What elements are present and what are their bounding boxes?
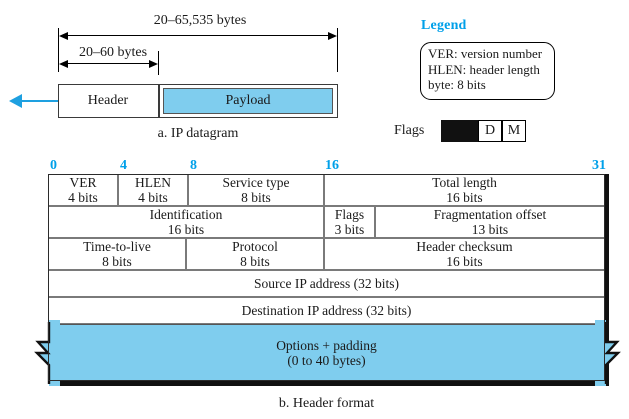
field-options-padding-size: (0 to 40 bytes) [287, 352, 366, 368]
field-hlen: HLEN 4 bits [118, 174, 188, 206]
field-flags-name: Flags [334, 207, 365, 222]
bit-ruler-31: 31 [592, 158, 606, 173]
field-ver-name: VER [69, 175, 97, 190]
field-service-type-size: 8 bits [241, 190, 271, 205]
field-fragmentation-offset-size: 13 bits [471, 222, 509, 237]
field-identification-size: 16 bits [167, 222, 205, 237]
field-fragmentation-offset-name: Fragmentation offset [433, 207, 547, 222]
torn-edge-left-icon [34, 320, 60, 386]
dimension-line-header [62, 63, 154, 64]
legend-line-ver: VER: version number [428, 46, 543, 61]
dimension-arrowhead-right-header [149, 59, 158, 68]
flag-cell-reserved [441, 120, 478, 142]
datagram-payload-box: Payload [163, 88, 333, 114]
torn-edge-right-icon [595, 320, 621, 386]
field-options-padding-name: Options + padding [276, 337, 377, 353]
field-time-to-live-size: 8 bits [102, 254, 132, 269]
field-total-length: Total length 16 bits [324, 174, 605, 206]
caption-part-b: b. Header format [278, 396, 375, 411]
dimension-arrowhead-right-total [328, 31, 337, 40]
field-header-checksum-name: Header checksum [416, 239, 513, 254]
legend-flags-label: Flags [394, 123, 425, 138]
field-total-length-size: 16 bits [446, 190, 483, 205]
field-ver: VER 4 bits [48, 174, 118, 206]
table-shadow-right [604, 174, 609, 386]
table-shadow-bottom [53, 381, 609, 386]
legend-line-byte: byte: 8 bits [428, 77, 486, 92]
bit-ruler-4: 4 [120, 158, 127, 173]
field-time-to-live-name: Time-to-live [83, 239, 151, 254]
dimension-tick-left-total [58, 28, 59, 72]
field-source-ip-address-name: Source IP address (32 bits) [254, 276, 399, 291]
field-identification: Identification 16 bits [48, 206, 324, 238]
field-service-type: Service type 8 bits [188, 174, 324, 206]
field-destination-ip-address-name: Destination IP address (32 bits) [241, 303, 412, 318]
field-protocol-name: Protocol [232, 239, 278, 254]
field-destination-ip-address: Destination IP address (32 bits) [48, 297, 605, 324]
field-protocol: Protocol 8 bits [186, 238, 324, 270]
blue-arrow-head-icon [9, 94, 22, 108]
field-hlen-name: HLEN [135, 175, 171, 190]
field-identification-name: Identification [149, 207, 223, 222]
legend-line-hlen: HLEN: header length [428, 61, 540, 77]
field-protocol-size: 8 bits [240, 254, 270, 269]
dimension-arrowhead-left-header [59, 59, 68, 68]
field-source-ip-address: Source IP address (32 bits) [48, 270, 605, 297]
legend-title: Legend [421, 18, 467, 33]
blue-arrow-shaft [22, 99, 58, 102]
field-header-checksum: Header checksum 16 bits [324, 238, 605, 270]
dimension-label-total-length: 20–65,535 bytes [153, 13, 247, 28]
legend-box: VER: version number HLEN: header length … [420, 42, 555, 100]
field-hlen-size: 4 bits [138, 190, 168, 205]
field-flags-size: 3 bits [334, 222, 365, 237]
flag-cell-m: M [502, 120, 526, 142]
field-options-padding: Options + padding (0 to 40 bytes) [48, 324, 605, 381]
bit-ruler-0: 0 [50, 158, 57, 173]
dimension-label-header-length: 20–60 bytes [78, 45, 148, 60]
field-total-length-name: Total length [432, 175, 497, 190]
flag-cell-d: D [478, 120, 502, 142]
dimension-tick-right-header [158, 51, 159, 75]
field-fragmentation-offset: Fragmentation offset 13 bits [375, 206, 605, 238]
dimension-arrowhead-left-total [59, 31, 68, 40]
ip-datagram-divider [158, 84, 160, 118]
bit-ruler-16: 16 [325, 158, 339, 173]
dimension-line-total [62, 35, 333, 36]
dimension-tick-right-total [337, 28, 338, 72]
bit-ruler-8: 8 [190, 158, 197, 173]
field-ver-size: 4 bits [68, 190, 98, 205]
field-service-type-name: Service type [222, 175, 290, 190]
field-header-checksum-size: 16 bits [446, 254, 483, 269]
caption-part-a: a. IP datagram [157, 126, 239, 141]
field-flags: Flags 3 bits [324, 206, 375, 238]
datagram-header-label: Header [87, 93, 129, 108]
field-time-to-live: Time-to-live 8 bits [48, 238, 186, 270]
